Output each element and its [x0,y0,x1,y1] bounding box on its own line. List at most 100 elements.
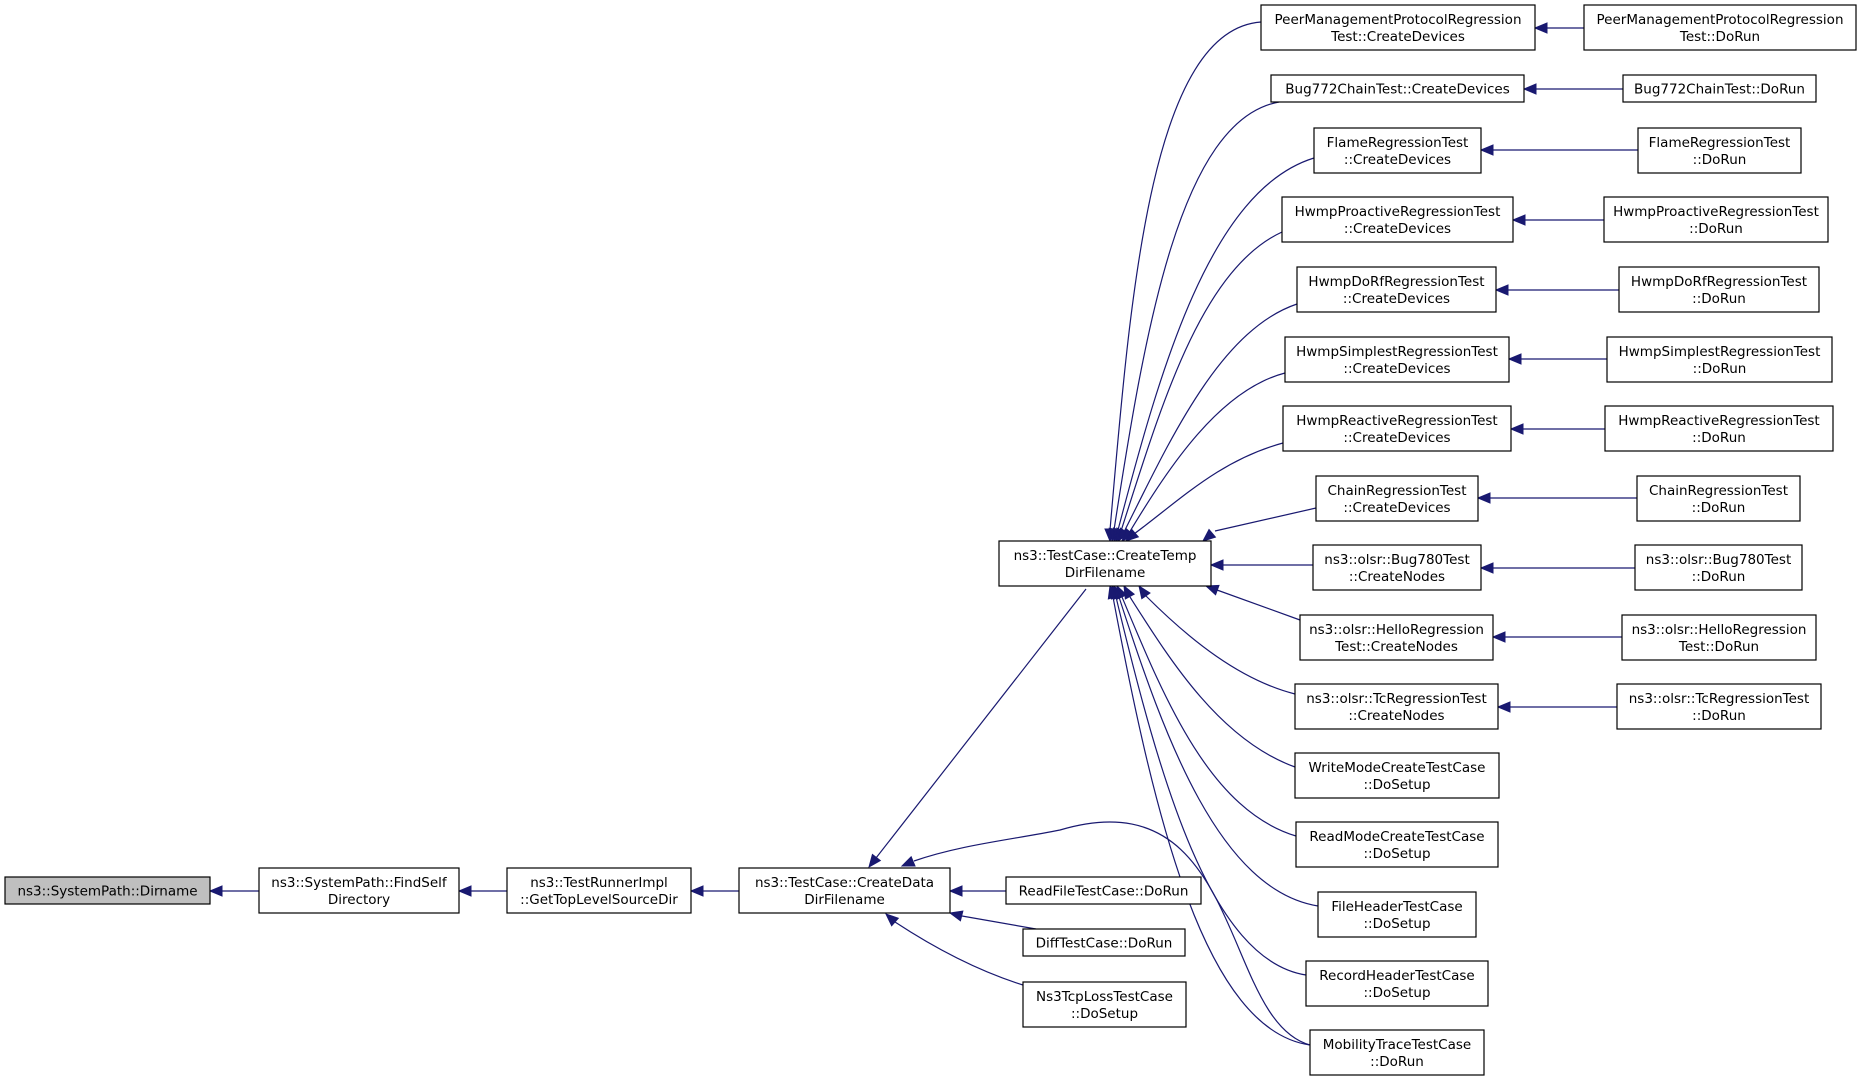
arrowhead [1491,631,1506,643]
node-flame-cd[interactable]: FlameRegressionTest::CreateDevices [1313,127,1482,174]
node-bug772-run[interactable]: Bug772ChainTest::DoRun [1622,74,1817,103]
arrowhead [1479,562,1494,574]
node-label-line: HwmpSimplestRegressionTest [1619,344,1821,360]
node-readfile[interactable]: ReadFileTestCase::DoRun [1005,876,1202,905]
edge-readfile-to-createdata [948,885,1006,897]
node-hwmpreactive-run[interactable]: HwmpReactiveRegressionTest::DoRun [1604,405,1834,452]
node-label-line: ns3::TestCase::CreateTemp [1014,548,1197,564]
node-mobility[interactable]: MobilityTraceTestCase::DoRun [1309,1029,1485,1076]
node-box [738,867,951,914]
edge-hwmpdorf_run-to-hwmpdorf_cd [1494,284,1619,296]
node-box [1583,4,1857,51]
node-label-line: WriteModeCreateTestCase [1309,760,1486,776]
node-hwmpsimplest-run[interactable]: HwmpSimplestRegressionTest::DoRun [1606,336,1833,383]
arrowhead [1511,214,1526,226]
node-hello-cn[interactable]: ns3::olsr::HelloRegressionTest::CreateNo… [1299,614,1494,661]
arrowhead [1209,559,1224,571]
node-label-line: ns3::olsr::Bug780Test [1324,552,1469,568]
node-label-line: ::DoRun [1692,569,1746,585]
arrowhead [900,855,916,867]
node-label-line: PeerManagementProtocolRegression [1597,12,1844,28]
node-label-line: PeerManagementProtocolRegression [1275,12,1522,28]
node-label-line: ::DoSetup [1363,985,1430,1001]
node-label-line: FileHeaderTestCase [1331,899,1462,915]
node-tc-cn[interactable]: ns3::olsr::TcRegressionTest::CreateNodes [1294,683,1499,730]
node-dirname[interactable]: ns3::SystemPath::Dirname [4,876,211,905]
node-label-line: HwmpProactiveRegressionTest [1295,204,1501,220]
arrowhead [1125,528,1140,542]
node-recordheader[interactable]: RecordHeaderTestCase::DoSetup [1305,960,1489,1007]
edge-readmode-to-createtemp [1116,584,1297,837]
node-box [1282,405,1512,452]
edge-hwmpproactive_cd-to-createtemp [1115,231,1283,543]
node-label-line: ::DoRun [1689,221,1743,237]
node-tc-run[interactable]: ns3::olsr::TcRegressionTest::DoRun [1616,683,1822,730]
node-ns3tcploss[interactable]: Ns3TcpLossTestCase::DoSetup [1022,981,1187,1028]
node-fileheader[interactable]: FileHeaderTestCase::DoSetup [1317,891,1477,938]
node-label-line: ns3::TestRunnerImpl [530,875,668,891]
arrowhead [208,885,223,897]
node-box [258,867,460,914]
node-bug780-cn[interactable]: ns3::olsr::Bug780Test::CreateNodes [1312,544,1482,591]
node-box [1296,266,1497,313]
node-label-line: ns3::SystemPath::Dirname [17,884,197,900]
node-hwmpdorf-run[interactable]: HwmpDoRfRegressionTest::DoRun [1618,266,1820,313]
node-box [1315,475,1479,522]
edge-gettop-to-findself [457,885,507,897]
arrowhead [1107,584,1119,600]
node-bug772-cd[interactable]: Bug772ChainTest::CreateDevices [1270,74,1525,103]
node-label-line: ns3::olsr::TcRegressionTest [1306,691,1487,707]
node-writemode[interactable]: WriteModeCreateTestCase::DoSetup [1294,752,1500,799]
arrowhead [1202,528,1217,542]
node-hwmpproactive-run[interactable]: HwmpProactiveRegressionTest::DoRun [1603,196,1829,243]
node-box [1637,127,1802,174]
arrowhead [1494,284,1509,296]
node-label-line: ns3::TestCase::CreateData [755,875,934,891]
node-chain-cd[interactable]: ChainRegressionTest::CreateDevices [1315,475,1479,522]
edge-bug772_run-to-bug772_cd [1522,83,1623,95]
node-label-line: ::DoRun [1370,1054,1424,1070]
node-label-line: ::DoRun [1693,152,1747,168]
node-flame-run[interactable]: FlameRegressionTest::DoRun [1637,127,1802,174]
node-bug780-run[interactable]: ns3::olsr::Bug780Test::DoRun [1634,544,1803,591]
node-hwmpproactive-cd[interactable]: HwmpProactiveRegressionTest::CreateDevic… [1281,196,1514,243]
node-box [1294,683,1499,730]
node-hwmpreactive-cd[interactable]: HwmpReactiveRegressionTest::CreateDevice… [1282,405,1512,452]
node-label-line: ::DoRun [1692,291,1746,307]
node-label-line: ::DoRun [1692,500,1746,516]
node-box [1260,4,1536,51]
node-label-line: ::DoSetup [1363,846,1430,862]
edge-line [1113,101,1280,531]
edge-hwmpsimplest_run-to-hwmpsimplest_cd [1507,353,1607,365]
edge-createdata-to-gettop [689,885,739,897]
node-box [1604,405,1834,452]
node-box [1309,1029,1485,1076]
node-hwmpsimplest-cd[interactable]: HwmpSimplestRegressionTest::CreateDevice… [1284,336,1510,383]
node-label-line: ::CreateDevices [1343,430,1450,446]
node-label-line: ::GetTopLevelSourceDir [520,892,678,908]
node-box [1294,752,1500,799]
node-box [998,540,1212,587]
node-gettop[interactable]: ns3::TestRunnerImpl::GetTopLevelSourceDi… [506,867,692,914]
node-label-line: RecordHeaderTestCase [1319,968,1474,984]
arrowhead [868,853,882,869]
node-hwmpdorf-cd[interactable]: HwmpDoRfRegressionTest::CreateDevices [1296,266,1497,313]
node-label-line: ::DoRun [1692,430,1746,446]
node-chain-run[interactable]: ChainRegressionTest::DoRun [1636,475,1801,522]
node-peer-cd[interactable]: PeerManagementProtocolRegressionTest::Cr… [1260,4,1536,51]
edge-line [1120,231,1283,532]
edge-hwmpreactive_cd-to-createtemp [1125,442,1284,542]
nodes-layer: ns3::SystemPath::Dirname ns3::SystemPath:… [4,4,1857,1076]
node-label-line: ChainRegressionTest [1328,483,1467,499]
edge-line [1145,595,1296,695]
node-difftest[interactable]: DiffTestCase::DoRun [1022,928,1186,957]
node-label-line: ::DoSetup [1071,1006,1138,1022]
node-peer-run[interactable]: PeerManagementProtocolRegressionTest::Do… [1583,4,1857,51]
edge-line [1133,442,1284,535]
node-readmode[interactable]: ReadModeCreateTestCase::DoSetup [1295,821,1499,868]
node-box [4,876,211,905]
